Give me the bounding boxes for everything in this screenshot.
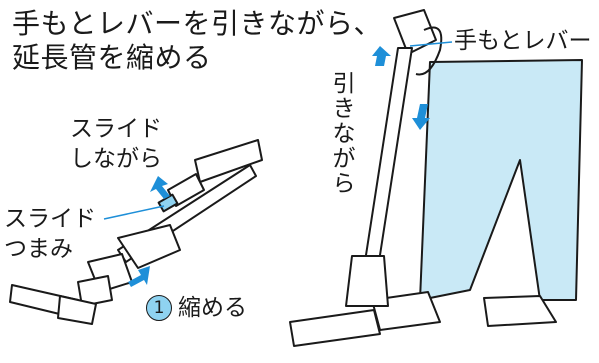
step-shrink-label: 縮める xyxy=(178,295,247,321)
pull-down-arrow-icon xyxy=(412,104,430,130)
slide-arrow-icon xyxy=(150,176,170,199)
right-vacuum-drawing xyxy=(289,9,583,347)
hand-lever-leader xyxy=(409,41,453,47)
pull-while-char: ら xyxy=(332,171,356,197)
slide-knob-label-line2: つまみ xyxy=(4,236,73,262)
pull-while-vertical-label: 引 き な が ら xyxy=(330,72,358,197)
pull-while-char: き xyxy=(332,96,356,122)
lever-up-arrow-icon xyxy=(372,46,391,66)
slide-knob-leader xyxy=(103,205,165,220)
left-arrows xyxy=(128,176,170,287)
shrink-arrow-icon xyxy=(128,266,150,287)
hand-lever-label: 手もとレバー xyxy=(454,28,592,54)
left-vacuum-drawing xyxy=(9,139,263,325)
step-number-badge: 1 xyxy=(146,295,172,321)
slide-knob-label-line1: スライド xyxy=(4,206,96,232)
slide-while-label-line2: しながら xyxy=(70,146,162,172)
slide-while-label-line1: スライド xyxy=(70,116,162,142)
pull-while-char: な xyxy=(332,121,356,147)
pull-while-char: 引 xyxy=(332,71,356,97)
instruction-title-line1: 手もとレバーを引きながら、 xyxy=(12,7,382,40)
right-arrows xyxy=(372,46,430,130)
pull-while-char: が xyxy=(332,146,356,172)
instruction-title-line2: 延長管を縮める xyxy=(12,41,212,74)
